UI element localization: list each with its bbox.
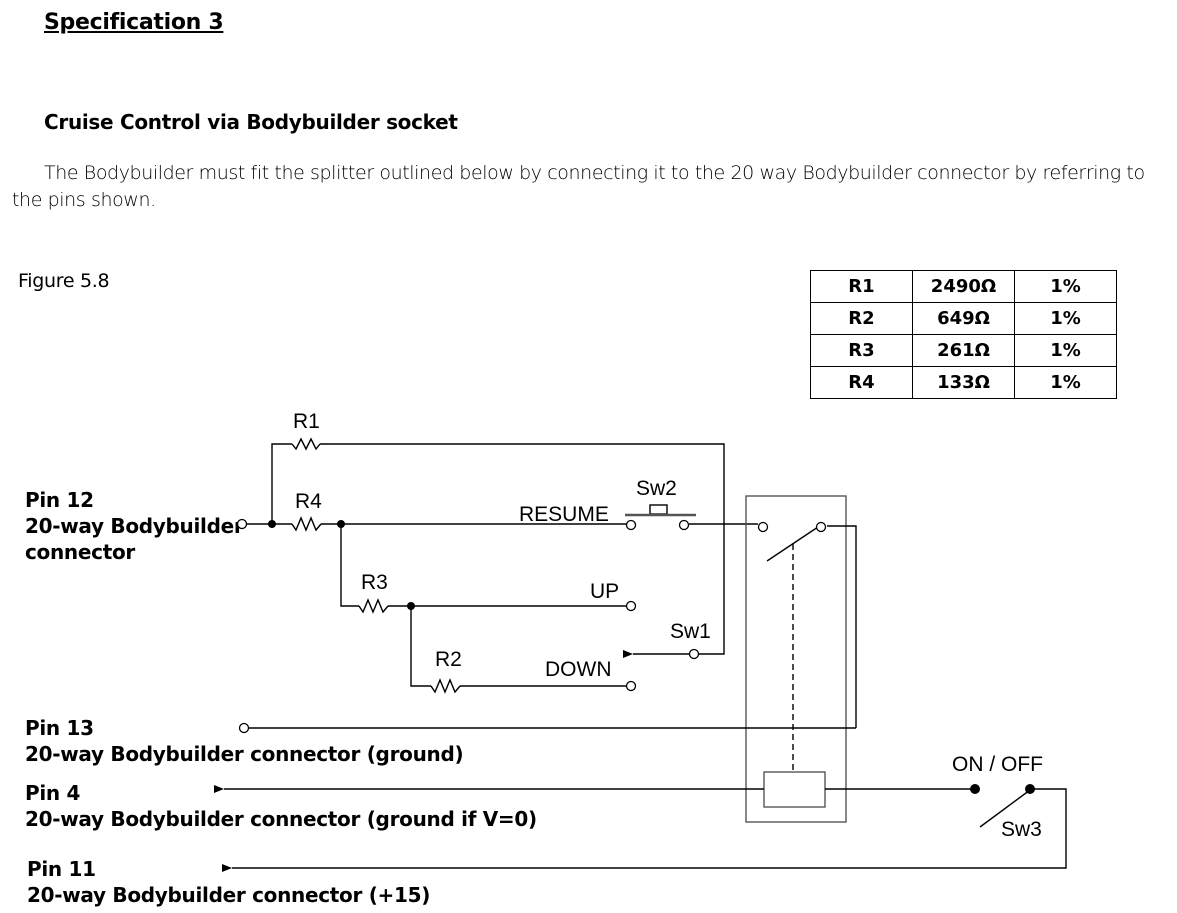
- terminal-relay-in: [757, 521, 769, 533]
- label-sw1: Sw1: [670, 620, 711, 643]
- terminal-sw1: [688, 648, 700, 660]
- sw2-button: [649, 504, 668, 515]
- terminal-sw2-out: [678, 519, 690, 531]
- terminal-pin12: [236, 518, 248, 530]
- resistor-r3: [358, 598, 389, 614]
- wire-r1-top: [320, 443, 725, 655]
- label-r2: R2: [435, 648, 462, 671]
- pin13-desc: 20-way Bodybuilder connector (ground): [25, 742, 464, 766]
- resistor-table: R1 2490Ω 1% R2 649Ω 1% R3 261Ω 1% R4 133…: [810, 270, 1117, 399]
- sw3-contact-right: [1025, 784, 1035, 794]
- table-row: R1 2490Ω 1%: [810, 270, 1117, 303]
- terminal-resume: [625, 519, 637, 531]
- terminal-pin13: [238, 722, 250, 734]
- table-row: R2 649Ω 1%: [810, 302, 1117, 335]
- label-sw3: Sw3: [1001, 818, 1042, 841]
- terminal-up: [625, 600, 637, 612]
- terminal-relay-out: [815, 521, 827, 533]
- pin11-label: Pin 11 20-way Bodybuilder connector (+15…: [27, 856, 430, 908]
- resistor-value: 133Ω: [912, 366, 1015, 399]
- table-row: R3 261Ω 1%: [810, 334, 1117, 367]
- pin4-desc: 20-way Bodybuilder connector (ground if …: [25, 807, 537, 831]
- label-resume: RESUME: [519, 503, 609, 526]
- resistor-value: 649Ω: [912, 302, 1015, 335]
- sw3-blade: [979, 789, 1031, 828]
- junction-dot: [268, 520, 276, 528]
- junction-dot: [407, 602, 415, 610]
- wire-r1-branch: [271, 443, 292, 524]
- pin11-title: Pin 11: [27, 857, 96, 881]
- resistor-name: R4: [810, 366, 913, 399]
- resistor-r2: [430, 678, 461, 694]
- pin4-title: Pin 4: [25, 781, 81, 805]
- section-title: Cruise Control via Bodybuilder socket: [44, 110, 458, 134]
- resistor-value: 261Ω: [912, 334, 1015, 367]
- relay-box: [745, 495, 847, 823]
- pin13-title: Pin 13: [25, 716, 94, 740]
- resistor-tolerance: 1%: [1014, 270, 1117, 303]
- sw3-contact-left: [970, 784, 980, 794]
- pin12-label: Pin 12 20-way Bodybuilder connector: [25, 487, 244, 565]
- relay-coil: [763, 771, 826, 808]
- resistor-r4: [291, 516, 322, 532]
- label-up: UP: [590, 580, 619, 603]
- wire-r2-branch: [410, 606, 431, 687]
- wire-r3-branch: [340, 524, 359, 607]
- label-r3: R3: [361, 571, 388, 594]
- resistor-name: R2: [810, 302, 913, 335]
- wire-sw3-to-pin11: [222, 788, 1067, 872]
- table-row: R4 133Ω 1%: [810, 366, 1117, 399]
- label-sw2: Sw2: [636, 477, 677, 500]
- terminal-down: [625, 680, 637, 692]
- pin12-line1: 20-way Bodybuilder: [25, 514, 244, 538]
- resistor-tolerance: 1%: [1014, 302, 1117, 335]
- label-down: DOWN: [545, 658, 612, 681]
- resistor-tolerance: 1%: [1014, 366, 1117, 399]
- wire-relay-out: [827, 525, 857, 728]
- resistor-r1: [291, 437, 321, 451]
- resistor-name: R1: [810, 270, 913, 303]
- label-r4: R4: [295, 490, 322, 513]
- label-r1: R1: [293, 410, 320, 433]
- pin12-title: Pin 12: [25, 488, 94, 512]
- junction-dot: [337, 520, 345, 528]
- intro-paragraph: The Bodybuilder must fit the splitter ou…: [12, 162, 1145, 211]
- pin13-label: Pin 13 20-way Bodybuilder connector (gro…: [25, 715, 464, 767]
- label-on-off: ON / OFF: [952, 753, 1043, 776]
- figure-label: Figure 5.8: [18, 270, 110, 292]
- spec-title: Specification 3: [44, 10, 224, 35]
- pin12-line2: connector: [25, 540, 135, 564]
- pin4-label: Pin 4 20-way Bodybuilder connector (grou…: [25, 780, 537, 832]
- pin11-desc: 20-way Bodybuilder connector (+15): [27, 883, 431, 907]
